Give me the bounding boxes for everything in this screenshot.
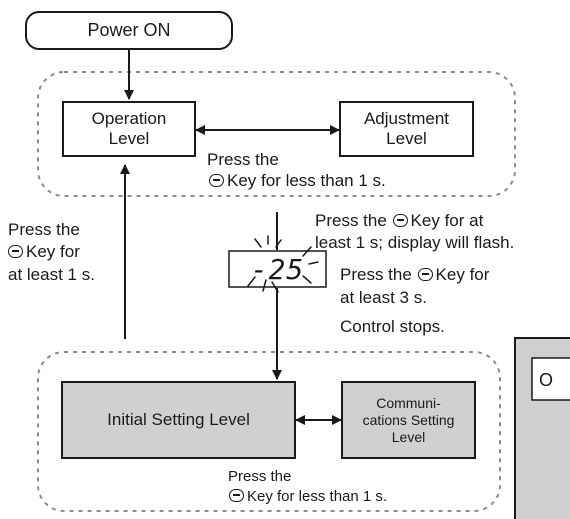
mode-key-icon xyxy=(417,268,433,281)
display-value: -25 xyxy=(229,251,326,287)
return-note-line1: Press the xyxy=(8,220,80,239)
adjustment-level-label-2: Level xyxy=(386,129,427,148)
mode-key-icon xyxy=(8,245,23,258)
communications-label-1: Communi- xyxy=(376,394,441,411)
hold-3s-note-suffix: Key for xyxy=(435,265,490,284)
init-comm-note-line2: Key for less than 1 s. xyxy=(228,487,387,507)
return-note-line2-text: Key for xyxy=(26,242,80,261)
op-adj-note-line1: Press the xyxy=(207,150,279,169)
adjustment-level-node: Adjustment Level xyxy=(339,101,474,157)
to-initial-note-suffix: Key for at xyxy=(410,211,484,230)
control-stops-note: Control stops. xyxy=(340,317,445,336)
communications-setting-level-node: Communi- cations Setting Level xyxy=(341,381,476,459)
init-comm-note-line1: Press the xyxy=(228,468,292,485)
init-comm-note-line2-text: Key for less than 1 s. xyxy=(247,488,388,505)
mode-key-icon xyxy=(392,214,408,227)
mode-key-icon xyxy=(229,489,244,502)
initial-setting-level-node: Initial Setting Level xyxy=(61,381,296,459)
flash-rays-icon xyxy=(247,235,319,293)
communications-label-2: cations Setting xyxy=(362,411,455,428)
return-note-line3: at least 1 s. xyxy=(8,265,95,284)
to-initial-note-line2: least 1 s; display will flash. xyxy=(315,233,515,252)
display-box xyxy=(228,250,327,288)
op-adj-note-line2: Key for less than 1 s. xyxy=(208,171,386,191)
to-initial-note-prefix: Press the xyxy=(315,211,387,230)
return-note-line2: Key for xyxy=(8,242,80,262)
operation-level-label-2: Level xyxy=(108,129,150,148)
hold-3s-note-line2: at least 3 s. xyxy=(340,288,427,307)
to-initial-note-line1: Press the Key for at xyxy=(315,211,483,231)
adjustment-level-label-1: Adjustment xyxy=(363,109,450,128)
setup-levels-region xyxy=(37,351,501,512)
op-adj-note-line2-text: Key for less than 1 s. xyxy=(227,171,386,190)
power-on-label: Power ON xyxy=(87,20,171,40)
hold-3s-note-line1: Press the Key for xyxy=(340,265,489,285)
initial-setting-level-label: Initial Setting Level xyxy=(107,410,250,429)
display-value-text: -25 xyxy=(250,252,305,286)
hold-3s-note-prefix: Press the xyxy=(340,265,412,284)
operation-level-node: Operation Level xyxy=(62,101,196,157)
communications-label-3: Level xyxy=(391,428,426,445)
partial-panel-inner-box xyxy=(531,357,570,401)
partial-panel-letter: O xyxy=(539,370,554,390)
mode-key-icon xyxy=(209,174,224,187)
operation-level-label-1: Operation xyxy=(91,109,167,128)
power-on-node: Power ON xyxy=(25,11,233,50)
